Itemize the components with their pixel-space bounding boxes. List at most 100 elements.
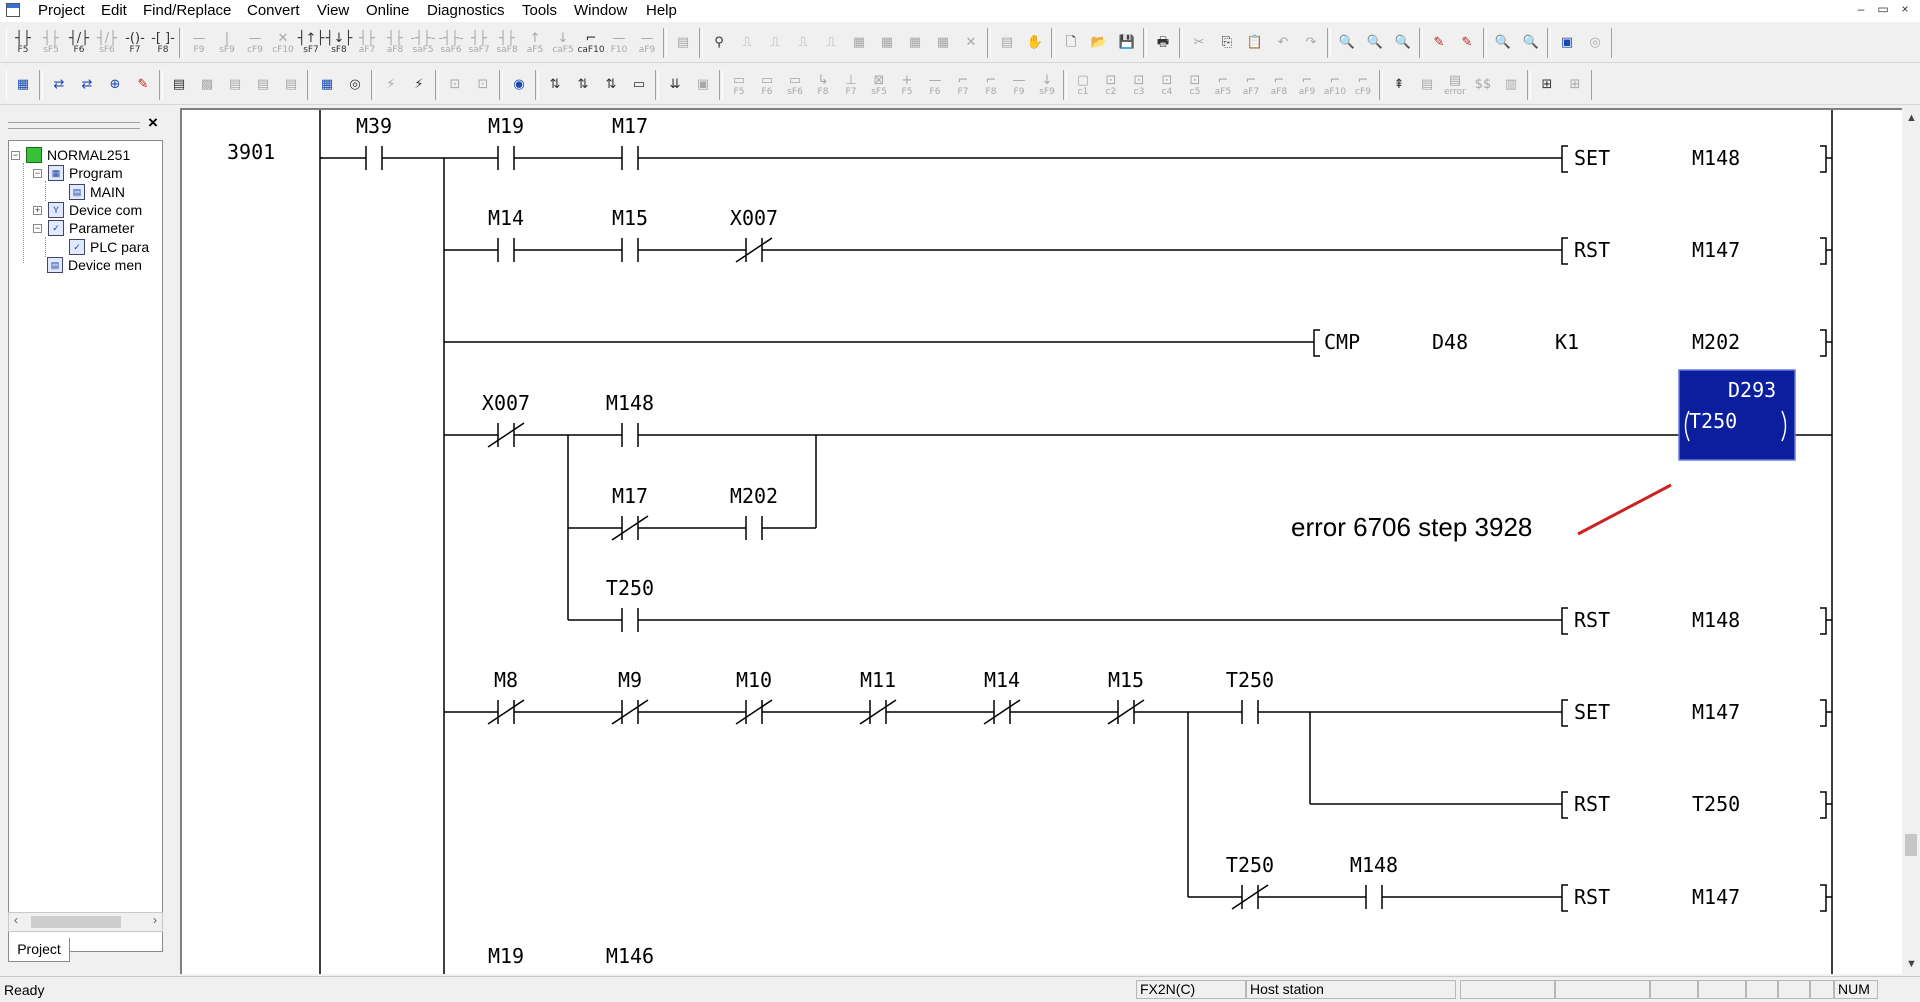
toolbar-button-g8-2[interactable]: 🔍	[1389, 29, 1417, 57]
toolbar-button-af8[interactable]: ┤├aF8	[381, 29, 409, 57]
menu-edit[interactable]: Edit	[101, 2, 127, 19]
toolbar-button-g5-0[interactable]: ⊡	[441, 71, 469, 99]
normally-open-contact[interactable]	[621, 238, 639, 262]
toolbar-button-error[interactable]: ▤error	[1441, 71, 1469, 99]
toolbar-button-g11-0[interactable]: ⇞	[1385, 71, 1413, 99]
app-icon[interactable]	[6, 3, 20, 17]
toolbar-button-af5[interactable]: ↑aF5	[521, 29, 549, 57]
toolbar-button-af10[interactable]: ⌐aF10	[1321, 71, 1349, 99]
toolbar-button-g3-0[interactable]: ⚲	[705, 29, 733, 57]
toolbar-button-g7-2[interactable]: ⇅	[597, 71, 625, 99]
toolbar-button-f8[interactable]: ↳F8	[809, 71, 837, 99]
tab-project[interactable]: Project	[8, 938, 70, 962]
menu-online[interactable]: Online	[366, 2, 410, 19]
toolbar-button-sf9[interactable]: |sF9	[213, 29, 241, 57]
toolbar-button-g1-1[interactable]: ⇄	[73, 71, 101, 99]
selected-timer-coil[interactable]	[1678, 369, 1796, 461]
toolbar-button-g5-1[interactable]: ⊡	[469, 71, 497, 99]
toolbar-button-g7-1[interactable]: ⎘	[1213, 29, 1241, 57]
scroll-up-icon[interactable]: ▲	[1906, 112, 1917, 124]
toolbar-button-g1-2[interactable]: ⊕	[101, 71, 129, 99]
toolbar-button-g8-1[interactable]: ▣	[689, 71, 717, 99]
toolbar-button-g8-0[interactable]: 🔍	[1333, 29, 1361, 57]
menu-find-replace[interactable]: Find/Replace	[143, 2, 232, 19]
toolbar-button-g3-2[interactable]: ⎍	[761, 29, 789, 57]
menu-help[interactable]: Help	[646, 2, 677, 19]
scroll-right-icon[interactable]: ›	[153, 913, 157, 927]
toolbar-button-sf5[interactable]: ⊠sF5	[865, 71, 893, 99]
collapse-icon[interactable]: −	[11, 149, 20, 160]
scroll-down-icon[interactable]: ▼	[1906, 958, 1917, 970]
toolbar-button-g2-4[interactable]: ▤	[277, 71, 305, 99]
toolbar-button-g5-1[interactable]: 📂	[1085, 29, 1113, 57]
collapse-icon[interactable]: −	[33, 222, 42, 233]
toolbar-button-f5[interactable]: +F5	[893, 71, 921, 99]
toolbar-button-g3-9[interactable]: ✕	[957, 29, 985, 57]
normally-open-contact[interactable]	[1365, 885, 1383, 909]
toolbar-button-g3-4[interactable]: ⎍	[817, 29, 845, 57]
toolbar-button-f7[interactable]: -()-F7	[121, 29, 149, 57]
toolbar-button-c3[interactable]: ⊡c3	[1125, 71, 1153, 99]
toolbar-button-g2-1[interactable]: ▩	[193, 71, 221, 99]
editor-vertical-scrollbar[interactable]: ▲ ▼	[1902, 108, 1920, 974]
toolbar-button-g3-1[interactable]: ◎	[341, 71, 369, 99]
toolbar-button-g10-1[interactable]: 🔍	[1517, 29, 1545, 57]
normally-open-contact[interactable]	[497, 146, 515, 170]
tree-node-device-comment[interactable]: + Y Device com	[33, 200, 142, 220]
toolbar-button-g5-0[interactable]: 🗋	[1057, 29, 1085, 57]
toolbar-button-af9[interactable]: ⌐aF9	[1293, 71, 1321, 99]
expand-icon[interactable]: +	[33, 204, 42, 215]
toolbar-button-g4-0[interactable]: ⚡	[377, 71, 405, 99]
toolbar-button-c2[interactable]: ⊡c2	[1097, 71, 1125, 99]
normally-open-contact[interactable]	[497, 238, 515, 262]
toolbar-button-sf5[interactable]: ┤├sF5	[37, 29, 65, 57]
toolbar-button-g3-7[interactable]: ▦	[901, 29, 929, 57]
toolbar-button-f9[interactable]: —F9	[1005, 71, 1033, 99]
toolbar-button-g4-1[interactable]: ⚡	[405, 71, 433, 99]
tree-node-program[interactable]: − ▦ Program	[33, 163, 123, 183]
toolbar-button-g4-1[interactable]: ✋	[1021, 29, 1049, 57]
toolbar-button-g7-0[interactable]: ⇅	[541, 71, 569, 99]
toolbar-button-g6-0[interactable]: 🖶	[1149, 29, 1177, 57]
collapse-icon[interactable]: −	[33, 167, 42, 178]
toolbar-button-cf9[interactable]: —cF9	[241, 29, 269, 57]
toolbar-button-af7[interactable]: ┤├aF7	[353, 29, 381, 57]
normally-open-contact[interactable]	[1241, 700, 1259, 724]
toolbar-button-sf8[interactable]: ┤↓├sF8	[325, 29, 353, 57]
toolbar-button-cf9[interactable]: ⌐cF9	[1349, 71, 1377, 99]
toolbar-button-g11-1[interactable]: ◎	[1581, 29, 1609, 57]
toolbar-button-g9-1[interactable]: ✎	[1453, 29, 1481, 57]
normally-open-contact[interactable]	[621, 423, 639, 447]
normally-open-contact[interactable]	[365, 146, 383, 170]
tree-node-root[interactable]: − NORMAL251	[11, 145, 130, 165]
toolbar-button-g7-3[interactable]: ▭	[625, 71, 653, 99]
toolbar-button-g11-3[interactable]: $$	[1469, 71, 1497, 99]
toolbar-button-saf8[interactable]: ┤├saF8	[493, 29, 521, 57]
close-icon[interactable]: ×	[148, 113, 158, 132]
tree-node-main[interactable]: ▤ MAIN	[69, 182, 125, 202]
toolbar-button-af7[interactable]: ⌐aF7	[1237, 71, 1265, 99]
scroll-left-icon[interactable]: ‹	[14, 913, 18, 927]
tree-horizontal-scrollbar[interactable]: ‹ ›	[8, 912, 163, 932]
menu-window[interactable]: Window	[574, 2, 628, 19]
toolbar-button-sf7[interactable]: ┤↑├sF7	[297, 29, 325, 57]
menu-diagnostics[interactable]: Diagnostics	[427, 2, 505, 19]
menu-project[interactable]: Project	[38, 2, 85, 19]
toolbar-button-g3-0[interactable]: ▦	[313, 71, 341, 99]
tree-node-parameter[interactable]: − ✓ Parameter	[33, 218, 134, 238]
toolbar-button-g2-3[interactable]: ▤	[249, 71, 277, 99]
toolbar-button-f8[interactable]: -[ ]-F8	[149, 29, 177, 57]
toolbar-button-saf7[interactable]: ┤├saF7	[465, 29, 493, 57]
toolbar-button-c4[interactable]: ⊡c4	[1153, 71, 1181, 99]
close-button[interactable]: ×	[1901, 2, 1909, 16]
toolbar-button-g11-0[interactable]: ▣	[1553, 29, 1581, 57]
toolbar-button-g12-1[interactable]: ⊞	[1561, 71, 1589, 99]
toolbar-button-g3-3[interactable]: ⎍	[789, 29, 817, 57]
toolbar-button-g9-0[interactable]: ✎	[1425, 29, 1453, 57]
toolbar-button-saf6[interactable]: -┤├-saF6	[437, 29, 465, 57]
scroll-thumb[interactable]	[31, 916, 121, 928]
toolbar-button-g7-3[interactable]: ↶	[1269, 29, 1297, 57]
tree-node-device-memory[interactable]: ▤ Device men	[47, 255, 142, 275]
